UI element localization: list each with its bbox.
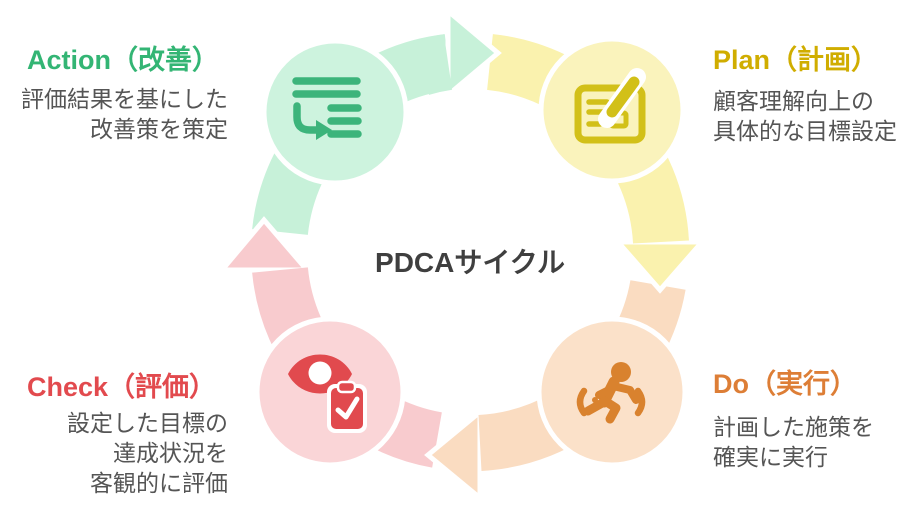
arrow-action-to-plan-patch [412, 34, 453, 95]
do-description: 計画した施策を 確実に実行 [713, 412, 874, 472]
action-circle [261, 38, 409, 186]
plan-description-line: 顧客理解向上の [713, 88, 874, 114]
plan-description-line: 具体的な目標設定 [713, 118, 897, 144]
do-heading: Do（実行） [713, 369, 857, 399]
check-description: 設定した目標の 達成状況を 客観的に評価 [14, 408, 228, 498]
plan-description: 顧客理解向上の 具体的な目標設定 [713, 86, 897, 146]
do-description-line: 確実に実行 [713, 444, 828, 470]
eye-clipboard-icon [288, 354, 367, 433]
plan-heading: Plan（計画） [713, 45, 879, 75]
check-description-line: 達成状況を [113, 440, 228, 466]
document-pencil-icon [574, 68, 646, 144]
center-title: PDCAサイクル [375, 247, 565, 278]
arrow-do-to-check-head [424, 406, 483, 504]
action-heading: Action（改善） [27, 45, 219, 75]
check-description-line: 設定した目標の [67, 410, 228, 436]
check-description-line: 客観的に評価 [90, 470, 228, 496]
action-description-line: 評価結果を基にした [21, 86, 228, 112]
action-description: 評価結果を基にした 改善策を策定 [14, 84, 228, 144]
arrow-check-to-action-head [216, 216, 313, 273]
do-description-line: 計画した施策を [713, 414, 874, 440]
arrow-action-to-plan-head [445, 5, 502, 101]
list-arrow-icon [292, 77, 362, 140]
check-heading: Check（評価） [27, 372, 217, 402]
runner-icon [576, 362, 646, 424]
action-description-line: 改善策を策定 [90, 116, 228, 142]
